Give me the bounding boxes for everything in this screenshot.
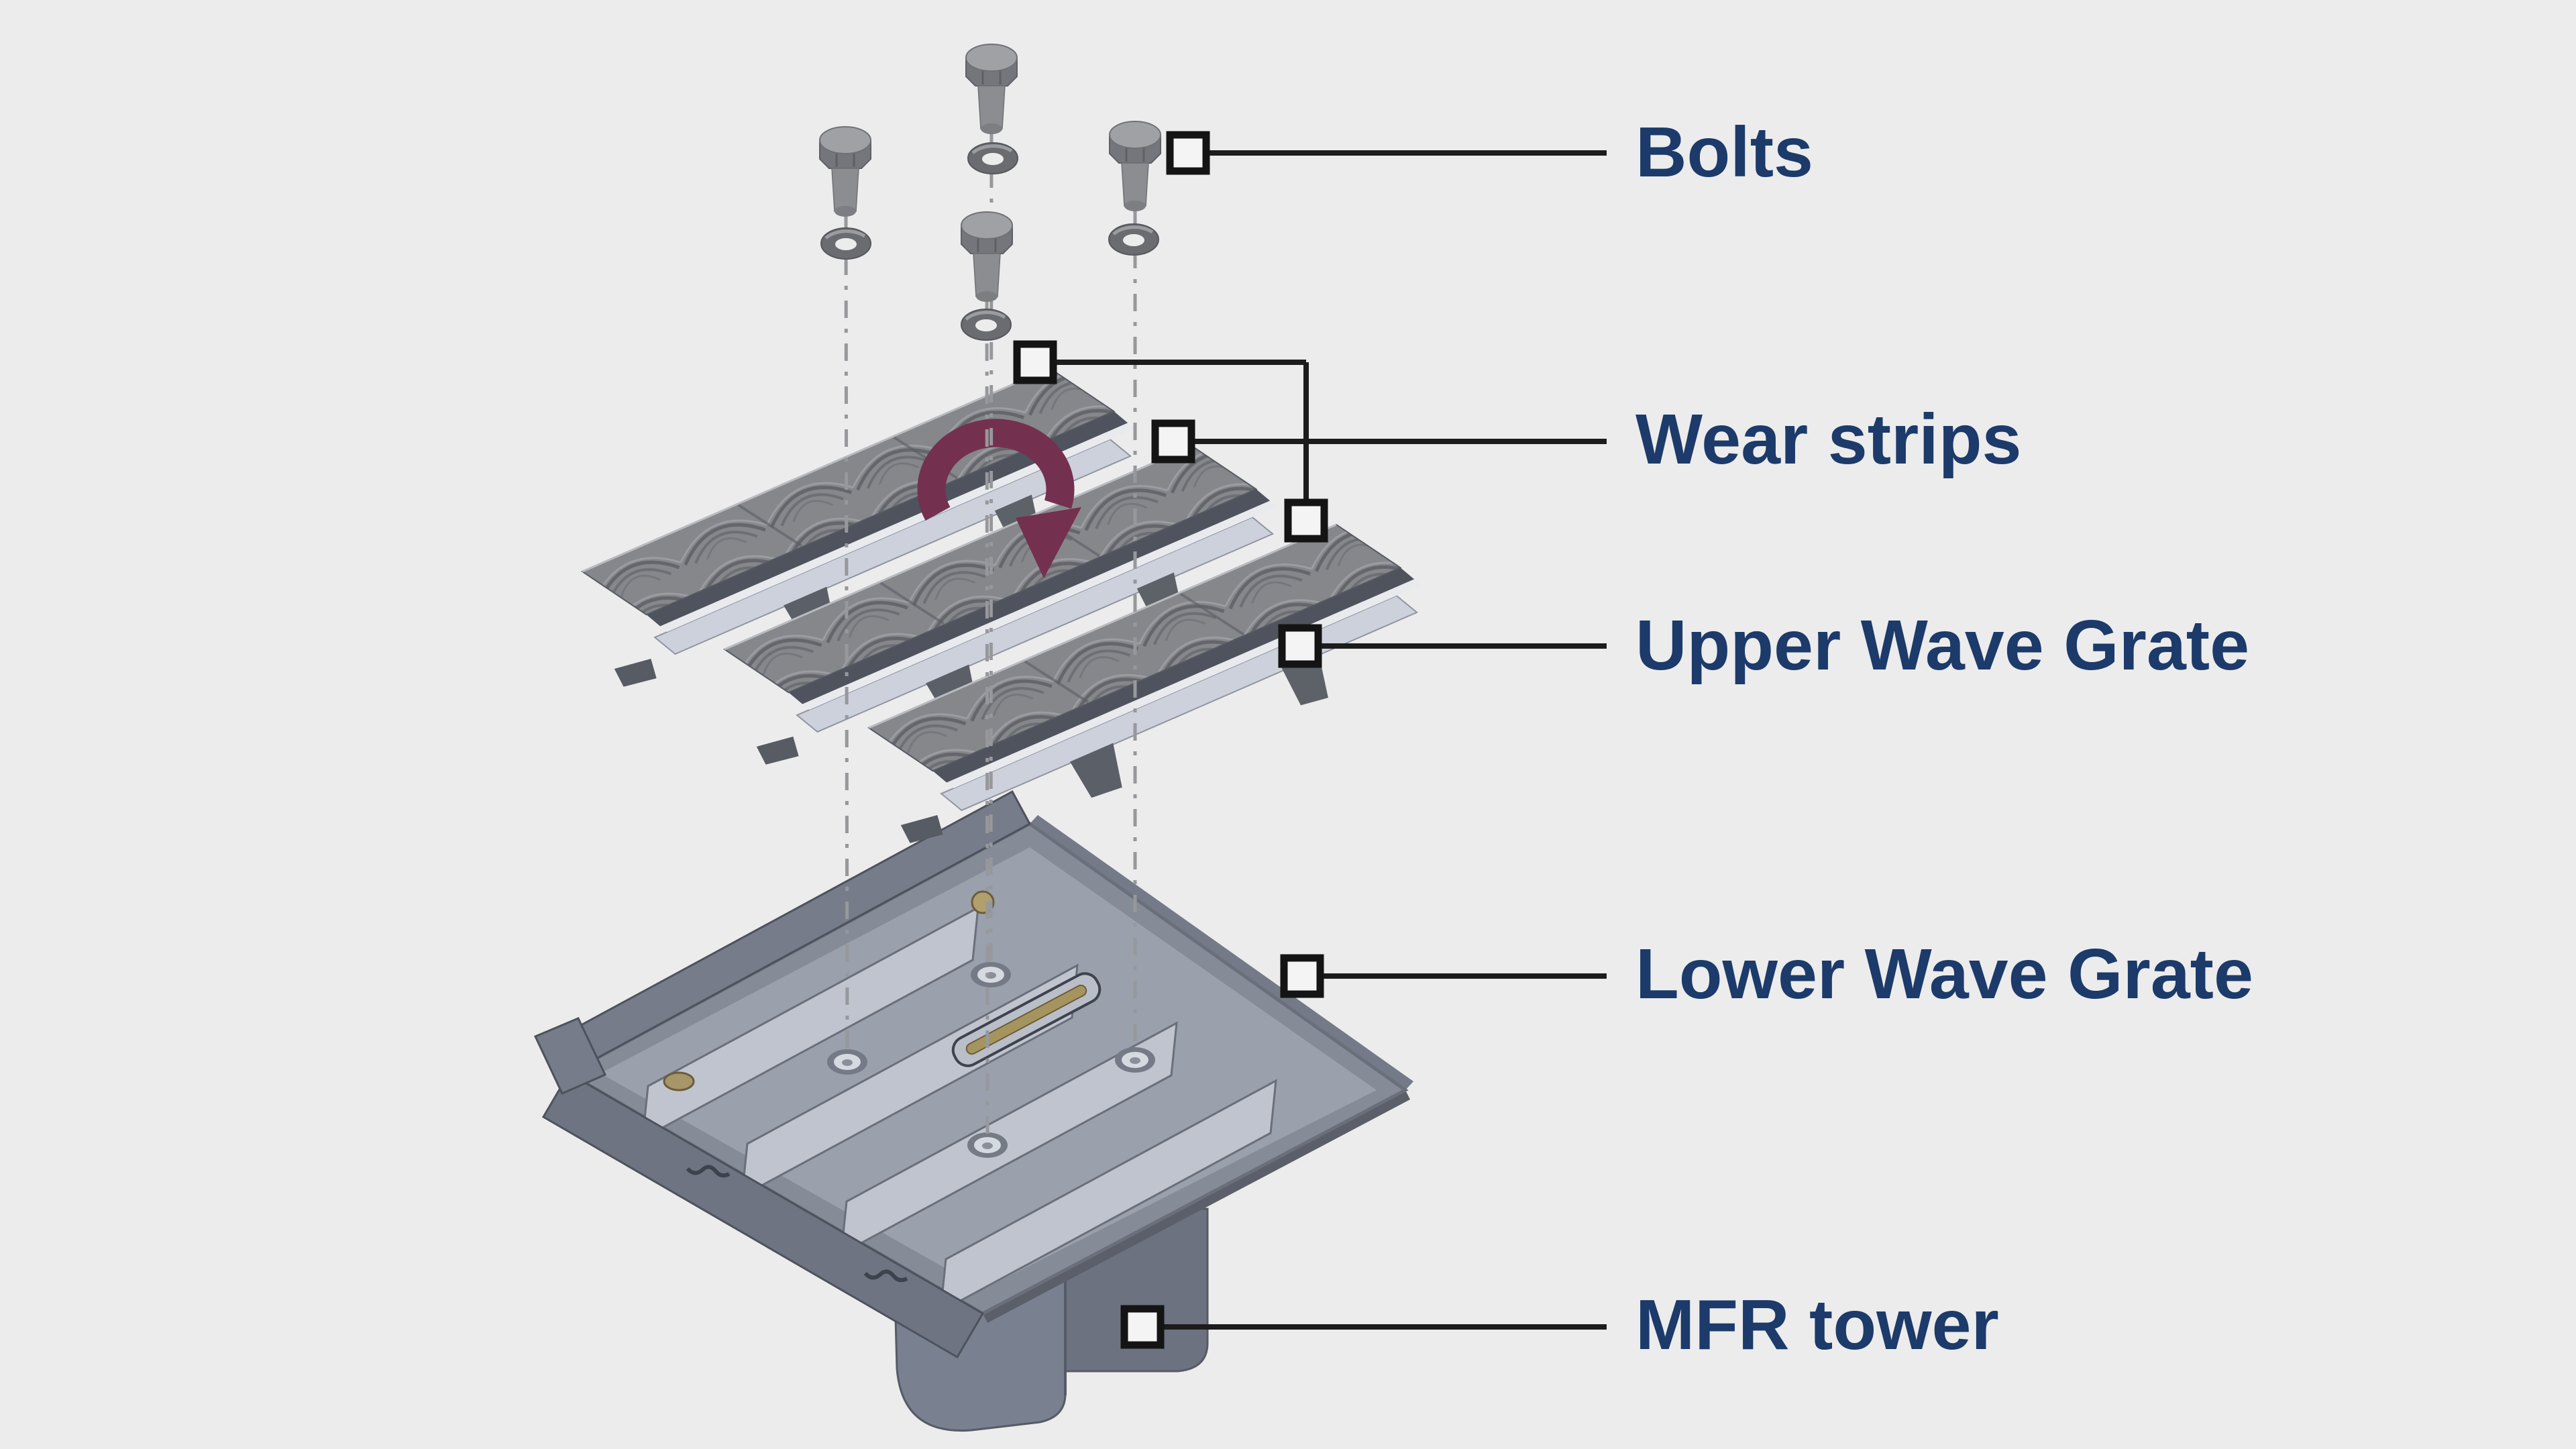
label-lower-wave-grate: Lower Wave Grate — [1635, 934, 2253, 1014]
brass-washer — [663, 1071, 695, 1091]
label-mfr-tower: MFR tower — [1635, 1285, 1999, 1364]
callout-marker-wear-strip-1 — [1017, 344, 1053, 380]
grate-edge-lip — [1030, 815, 1413, 1090]
grate-center-slot — [951, 972, 1102, 1067]
callout-marker-wear-strip-2 — [1155, 423, 1191, 460]
grate-bolt-hole — [1115, 1047, 1155, 1073]
bolt-icon — [818, 125, 872, 218]
bolt-icon — [1108, 120, 1162, 213]
callout-lines — [1053, 150, 1607, 1330]
grate-serrations — [686, 1165, 908, 1283]
label-wear-strips: Wear strips — [1635, 400, 2022, 479]
grate-corner-tab — [533, 1017, 607, 1095]
washer-icon — [968, 143, 1018, 174]
washer-icon — [1109, 224, 1159, 255]
bolt-icon — [960, 211, 1014, 303]
callout-marker-bolts — [1170, 135, 1206, 171]
washer-icon — [821, 228, 871, 259]
grate-bolt-hole — [971, 962, 1011, 987]
callout-marker-upper-wave-grate — [1282, 628, 1318, 664]
bolt-icon — [965, 43, 1018, 136]
callout-marker-wear-strip-3 — [1288, 502, 1324, 539]
label-bolts: Bolts — [1635, 113, 1813, 192]
washer-icon — [961, 309, 1011, 340]
centerline — [844, 214, 849, 1054]
grate-bolt-hole — [827, 1049, 867, 1075]
lower-wave-grate — [533, 790, 1413, 1359]
callout-marker-mfr-tower — [1124, 1309, 1161, 1345]
grate-rim-lower-left — [541, 1071, 985, 1359]
grate-bolt-hole — [967, 1132, 1008, 1158]
label-upper-wave-grate: Upper Wave Grate — [1635, 606, 2250, 685]
callout-marker-lower-wave-grate — [1284, 958, 1320, 994]
grate-edge-lip — [983, 1090, 1410, 1323]
